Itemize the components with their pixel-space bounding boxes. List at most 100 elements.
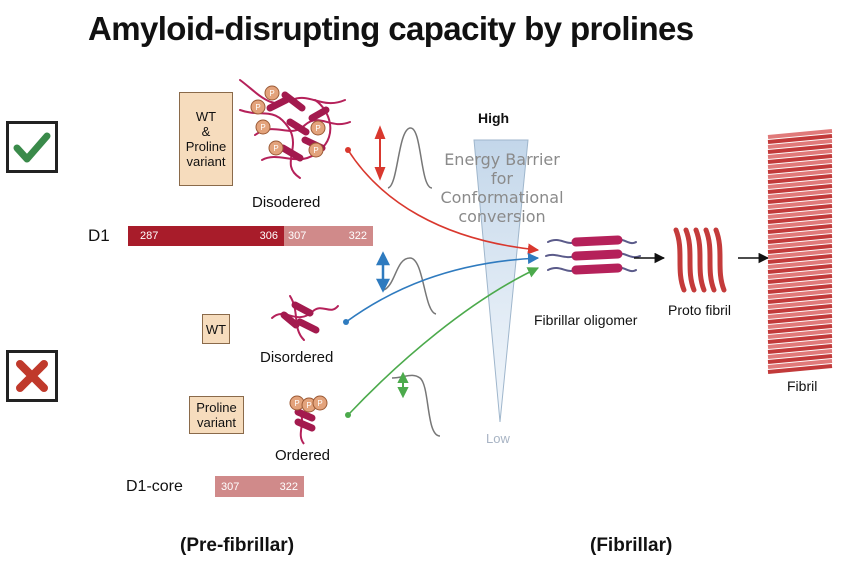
energy-curve-middle: [383, 257, 437, 315]
fibril-strand: [767, 219, 833, 229]
fibrillar-label: (Fibrillar): [590, 535, 673, 556]
fibril-strand: [767, 344, 833, 354]
fibril-strand: [767, 229, 833, 239]
fibril-strand: [767, 334, 833, 344]
fibril-strand: [767, 264, 833, 274]
bottom-ordered-protein: [289, 395, 328, 445]
core-tick-322: 322: [279, 480, 298, 493]
barrier-line-1: Energy Barrier: [444, 150, 560, 169]
fibril-strand: [767, 244, 833, 254]
phospho-label: P: [315, 124, 320, 133]
fibril-strand: [767, 269, 833, 279]
top-disordered-protein: [239, 79, 351, 179]
checkmark-badge: [6, 121, 58, 173]
fibril-strand: [767, 239, 833, 249]
pathway-arrow-red: [345, 147, 540, 255]
phospho-label: P: [273, 144, 278, 153]
fibril-strand: [767, 354, 833, 364]
fibrillar-oligomer: [545, 235, 641, 275]
box-line-wt: WT: [195, 109, 217, 124]
proline-variant-box: Proline variant: [189, 396, 244, 434]
checkmark-icon: [13, 132, 51, 163]
fibril-strand: [767, 139, 833, 149]
fibril-strand: [767, 174, 833, 184]
phospho-groups: [250, 85, 326, 158]
d1-tick-322: 322: [348, 230, 367, 242]
fibril-strand: [767, 129, 833, 139]
box-line-proline: Proline: [185, 139, 227, 154]
fibril-strand: [767, 324, 833, 334]
fibril-strand: [767, 169, 833, 179]
fibril-strand: [767, 234, 833, 244]
fibril-label: Fibril: [787, 378, 818, 394]
phospho-label: P: [306, 401, 311, 410]
fibril-strand: [767, 189, 833, 199]
d1-light-segment: 307 322: [284, 226, 373, 246]
core-segment: 307 322: [215, 476, 304, 497]
title: Amyloid-disrupting capacity by prolines: [88, 10, 694, 47]
barrier-arrow-top: [374, 125, 386, 181]
fibril-strand: [767, 319, 833, 329]
fibril-strand: [767, 359, 833, 369]
middle-disordered-protein: [271, 295, 339, 341]
box-line-variant: variant: [186, 154, 226, 169]
energy-curve-bottom: [391, 374, 441, 437]
fibril-strand: [767, 164, 833, 174]
d1-label: D1: [88, 226, 110, 245]
box-line-proline-2: Proline: [196, 400, 237, 415]
d1-core-label: D1-core: [126, 478, 183, 495]
fibril-strand: [767, 149, 833, 159]
pathway-arrow-green: [345, 267, 540, 418]
d1-tick-306: 306: [259, 230, 278, 242]
fibril-strand: [767, 259, 833, 269]
fibril-strand: [767, 194, 833, 204]
barrier-line-4: conversion: [458, 207, 546, 226]
barrier-arrow-middle: [375, 251, 391, 293]
fibril-strand: [767, 249, 833, 259]
proto-fibril: [673, 227, 727, 293]
middle-state-label: Disordered: [260, 349, 334, 366]
cross-badge: [6, 350, 58, 402]
fibril-strand: [767, 144, 833, 154]
barrier-high-label: High: [478, 110, 510, 126]
d1-dark-segment: 287 306: [128, 226, 284, 246]
fibril-strand: [767, 279, 833, 289]
fibril-strand: [767, 364, 833, 374]
wt-box: WT: [202, 314, 230, 344]
pre-fibrillar-label: (Pre-fibrillar): [180, 535, 295, 556]
fibril: [767, 129, 833, 374]
bottom-state-label: Ordered: [275, 447, 331, 464]
fibril-strand: [767, 339, 833, 349]
phospho-label: P: [255, 103, 260, 112]
fibril-strand: [767, 214, 833, 224]
pathway-arrow-blue: [343, 252, 540, 325]
fibril-strand: [767, 184, 833, 194]
fibril-strand: [767, 309, 833, 319]
fibril-strand: [767, 294, 833, 304]
core-tick-307: 307: [221, 480, 240, 493]
top-state-label: Disodered: [252, 194, 321, 211]
d1-tick-287: 287: [140, 230, 159, 242]
fibril-strand: [767, 274, 833, 284]
fibril-strand: [767, 299, 833, 309]
oligomer-label: Fibrillar oligomer: [534, 312, 638, 328]
phospho-label: P: [294, 399, 299, 408]
fibril-strand: [767, 289, 833, 299]
barrier-line-3: Conformational: [440, 188, 564, 207]
fibril-strand: [767, 209, 833, 219]
protofibril-label: Proto fibril: [668, 302, 732, 318]
d1-tick-307: 307: [288, 230, 307, 242]
phospho-label: P: [313, 146, 318, 155]
fibril-strand: [767, 179, 833, 189]
phospho-label: P: [260, 123, 265, 132]
phospho-label: P: [317, 399, 322, 408]
cross-icon: [16, 360, 48, 392]
fibril-strand: [767, 224, 833, 234]
fibril-strand: [767, 329, 833, 339]
barrier-line-2: for: [491, 169, 513, 188]
fibril-strand: [767, 134, 833, 144]
fibril-strand: [767, 304, 833, 314]
fibril-strand: [767, 199, 833, 209]
box-line-amp: &: [201, 124, 211, 139]
